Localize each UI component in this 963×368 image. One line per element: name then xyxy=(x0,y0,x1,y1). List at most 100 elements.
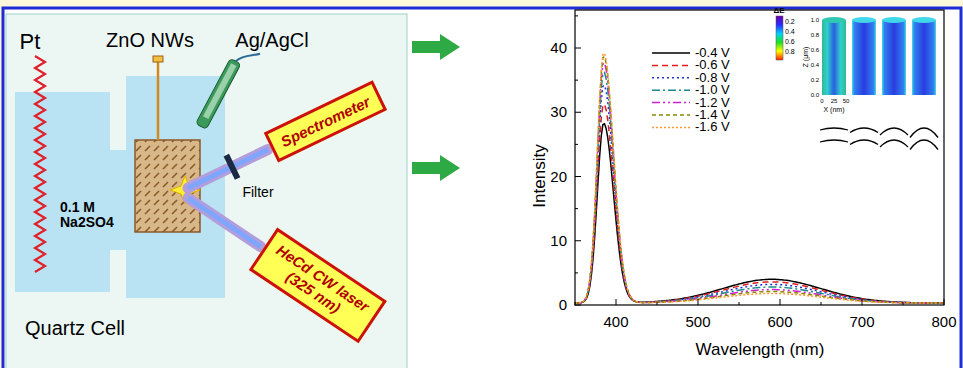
axis-tick xyxy=(780,299,781,305)
axis-tick-label: 10 xyxy=(550,233,567,250)
drawing-g xyxy=(820,128,938,150)
axis-tick-label: 800 xyxy=(931,314,956,331)
part-label: 0.1 M Na2SO4 xyxy=(60,200,122,231)
inset-label: 0.4 xyxy=(785,28,795,36)
axis-tick xyxy=(575,176,581,177)
axis-tick xyxy=(575,15,578,16)
axis-tick-label: 600 xyxy=(767,314,792,331)
part-label: Filter xyxy=(242,185,273,200)
axis-tick xyxy=(657,302,658,305)
cell-bridge xyxy=(108,150,128,250)
inset-label: 0.8 xyxy=(785,48,795,56)
nanowire-map xyxy=(912,20,936,95)
instrument-box: Spectrometer xyxy=(263,81,386,163)
axis-tick xyxy=(903,302,904,305)
band-curve xyxy=(820,140,848,142)
figure-frame xyxy=(3,8,961,368)
part-label: Ag/AgCl xyxy=(235,29,308,51)
reference-electrode xyxy=(196,42,260,134)
axis-tick xyxy=(616,299,617,305)
spectrum-curve xyxy=(575,73,944,304)
wire-clip xyxy=(153,56,163,62)
axis-tick xyxy=(575,112,581,113)
inset-label: 0.0 xyxy=(811,92,819,99)
light-beam-core xyxy=(188,149,268,188)
part-label: Wavelength (nm) xyxy=(696,341,825,360)
legend-sample xyxy=(652,114,690,116)
drawing-g xyxy=(652,53,690,127)
band-curve xyxy=(880,140,908,147)
part-label: ZnO NWs xyxy=(106,29,194,51)
axis-tick xyxy=(575,240,581,241)
part-label: Pt xyxy=(20,30,41,54)
band-curve xyxy=(910,128,938,138)
legend-text: -1.6 V xyxy=(695,120,730,134)
axis-tick xyxy=(862,299,863,305)
spectrum-curve xyxy=(575,63,944,303)
axis-tick-label: 400 xyxy=(603,314,628,331)
colorbar xyxy=(776,16,783,60)
nanowire-map xyxy=(852,20,876,95)
axis-tick xyxy=(575,272,578,273)
box-text: HeCd CW laser (325 nm) xyxy=(264,241,373,330)
spectrum-curve xyxy=(575,105,944,304)
inset-label: 50 xyxy=(843,98,850,105)
inset-label: 0.2 xyxy=(811,77,819,84)
axis-tick xyxy=(575,208,578,209)
axis-tick xyxy=(944,299,945,305)
axis-tick xyxy=(739,302,740,305)
inset-label: X (nm) xyxy=(824,106,845,114)
axis-tick-label: 500 xyxy=(685,314,710,331)
inset-label: 0.8 xyxy=(811,32,819,39)
part-label: Intensity xyxy=(531,144,550,207)
flow-arrow xyxy=(412,34,460,60)
axis-tick xyxy=(698,299,699,305)
legend-sample xyxy=(652,52,690,54)
axis-tick-label: 40 xyxy=(550,40,567,57)
inset-label: 1.0 xyxy=(811,17,819,24)
light-beam xyxy=(188,149,268,188)
spectrum-curve xyxy=(575,124,944,303)
electrode-body xyxy=(196,58,241,129)
light-beam xyxy=(188,198,261,247)
nanowire-cap xyxy=(822,17,846,23)
inset-label: ΔE xyxy=(773,7,784,16)
nanowire-map xyxy=(822,20,846,95)
legend-sample xyxy=(652,127,690,129)
electrode-core xyxy=(203,63,236,119)
flow-arrow xyxy=(412,155,460,181)
legend-sample xyxy=(652,102,690,104)
nanowire-cap xyxy=(882,17,906,23)
sample-wire xyxy=(157,56,160,140)
axis-tick-label: 30 xyxy=(550,104,567,121)
optical-filter xyxy=(226,155,237,178)
inset-label: 0.6 xyxy=(785,38,795,46)
axis-tick-label: 0 xyxy=(559,297,567,314)
inset-label: 0.2 xyxy=(785,18,795,26)
inset-label: 0.6 xyxy=(811,47,819,54)
inset-label: 0 xyxy=(820,98,823,105)
band-curve xyxy=(880,128,908,135)
legend-sample xyxy=(652,77,690,79)
axis-tick xyxy=(821,302,822,305)
box-text: Spectrometer xyxy=(278,93,373,151)
setup-panel xyxy=(6,14,407,368)
nanowire-map xyxy=(882,20,906,95)
cell-arm xyxy=(15,92,110,292)
inset-label: Z (μm) xyxy=(802,47,810,68)
pt-electrode xyxy=(35,56,45,272)
inset-label: 0.4 xyxy=(811,62,819,69)
axis-tick xyxy=(575,48,581,49)
axis-tick-label: 20 xyxy=(550,168,567,185)
band-curve xyxy=(820,128,848,130)
band-curve xyxy=(850,128,878,133)
legend-sample xyxy=(652,89,690,91)
spectrum-curve xyxy=(575,85,944,303)
axis-tick xyxy=(575,144,578,145)
axis-tick xyxy=(575,305,581,306)
legend-sample xyxy=(652,65,690,67)
plot-frame xyxy=(575,10,944,305)
